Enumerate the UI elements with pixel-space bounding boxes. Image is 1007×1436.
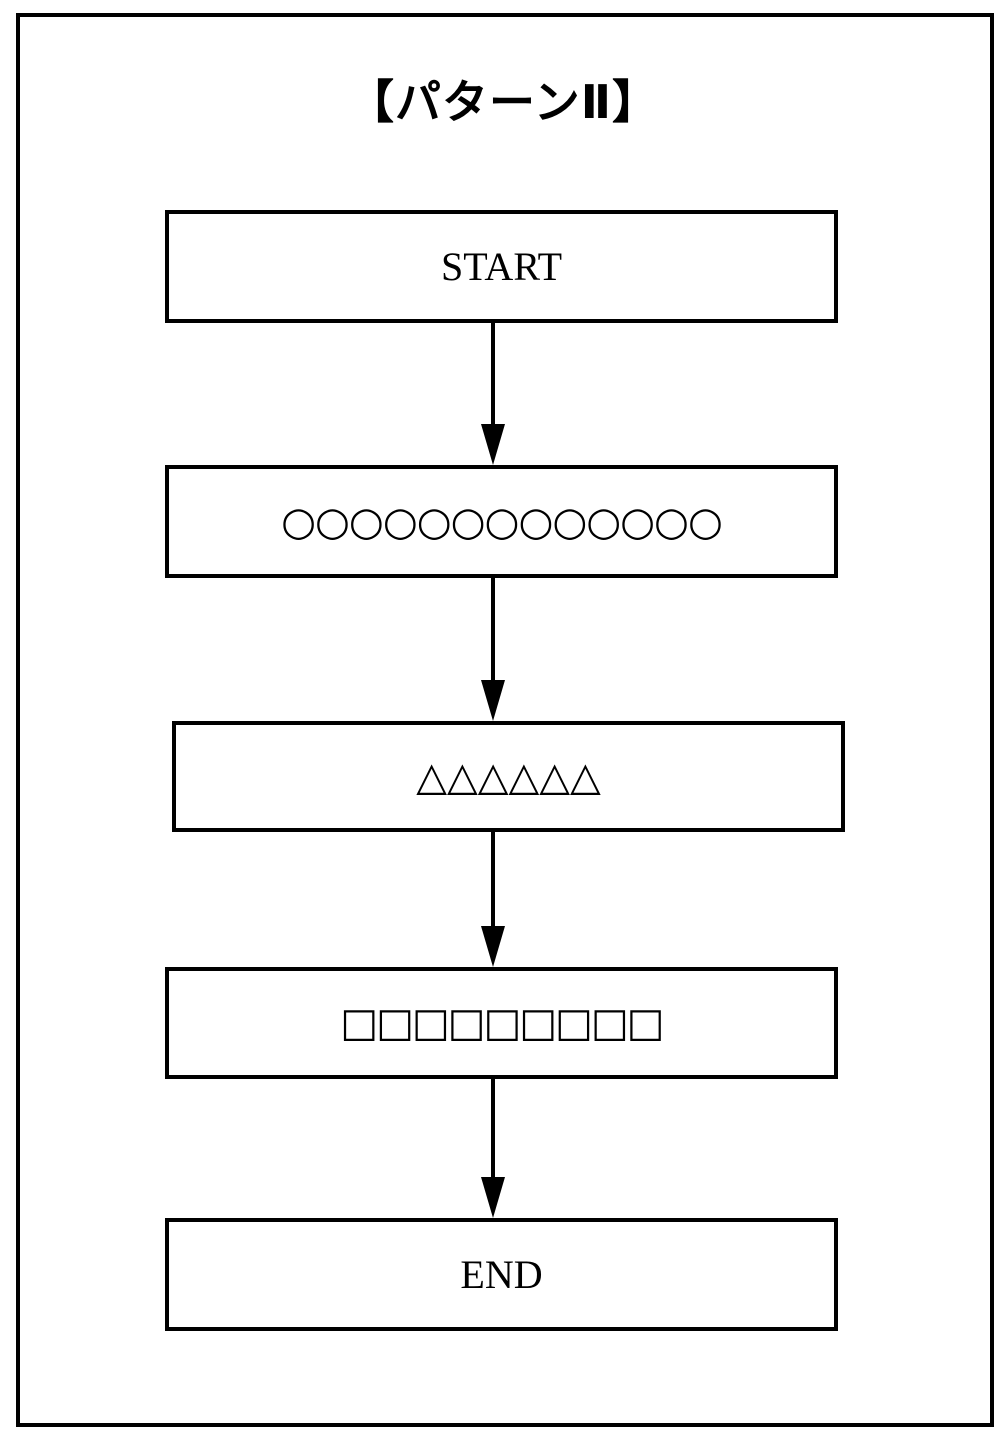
end-box: END: [165, 1218, 838, 1331]
process-box-squares: □□□□□□□□□: [165, 967, 838, 1079]
end-label: END: [460, 1252, 543, 1297]
process-label-squares: □□□□□□□□□: [340, 1000, 664, 1046]
process-label-triangles: △△△△△△: [416, 753, 601, 800]
start-label: START: [440, 244, 563, 289]
process-label-circles: ○○○○○○○○○○○○○: [281, 498, 723, 545]
process-box-triangles: △△△△△△: [172, 721, 845, 832]
start-box: START: [165, 210, 838, 323]
process-box-circles: ○○○○○○○○○○○○○: [165, 465, 838, 578]
diagram-title: 【パターンⅡ】: [348, 75, 659, 129]
